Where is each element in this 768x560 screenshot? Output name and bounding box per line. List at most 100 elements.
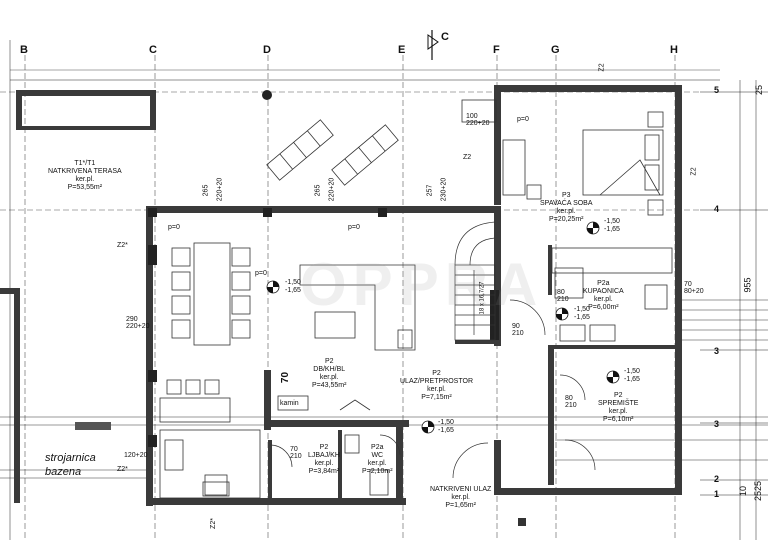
bed (582, 111, 664, 216)
dim-value: 100 (466, 113, 478, 120)
level-bedroom: -1,50 -1,65 (604, 218, 620, 234)
dim-value: 210 (512, 330, 524, 337)
dim-265-a: 265 (202, 185, 209, 197)
dim-2525: 2525 (753, 481, 763, 501)
section-marker (427, 34, 439, 50)
room-code: P3 (561, 192, 571, 199)
dim-value: 210 (290, 453, 302, 460)
room-name: SPAVAĆA SOBA (540, 200, 593, 208)
grid-label-d: D (263, 44, 271, 56)
bath-fixtures (551, 247, 673, 342)
z-label-4: Z2 (598, 63, 606, 72)
dim-value: 210 (557, 296, 569, 303)
room-hall: P2 ULAZ/PRETPROSTOR ker.pl. P=7,15m² (400, 370, 473, 402)
z-label-1: Z2* (117, 242, 128, 249)
room-entrance: NATKRIVENI ULAZ ker.pl. P=1,65m² (430, 486, 491, 510)
grid-label-2: 2 (714, 474, 720, 484)
room-floor: ker.pl. (608, 408, 628, 416)
dim-955: 955 (743, 277, 753, 292)
room-area: P=6,00m² (588, 304, 619, 312)
dim-value: 70 (684, 281, 692, 288)
room-floor: ker.pl. (427, 386, 446, 394)
level-bottom: -1,65 (438, 427, 454, 435)
level-storage: -1,50 -1,65 (624, 368, 640, 384)
z-label-2: Z2 (463, 154, 472, 161)
grid-label-e: E (398, 44, 406, 56)
stair-dim: 18 x 16,7/27 (480, 281, 486, 314)
dim-value: 2525 (753, 480, 764, 502)
dim-value: 955 (742, 277, 753, 293)
pool-machinery-label-2: bazena (45, 466, 82, 478)
level-top: -1,50 (624, 368, 640, 375)
room-floor: ker.pl. (75, 176, 95, 184)
grid-label-1: 1 (714, 489, 720, 499)
dim-value: 265 (314, 184, 322, 197)
level-bottom: -1,65 (624, 376, 640, 384)
room-name: WC (371, 452, 384, 460)
grid-label-f: F (493, 44, 500, 56)
dim-value: 90 (512, 323, 520, 330)
room-area: P=43,55m² (312, 382, 347, 390)
dim-value: 120+20 (124, 452, 148, 459)
dim-value: 230+20 (440, 177, 448, 202)
fireplace (277, 395, 371, 411)
kitchen (159, 379, 261, 499)
dim-value: 10 (738, 485, 749, 497)
section-label-c: C (441, 31, 449, 43)
grid-label-c: C (149, 44, 157, 56)
room-area: P=2,10m² (362, 468, 393, 476)
room-bedroom: P3 SPAVAĆA SOBA ker.pl. P=20,25m² (540, 192, 593, 224)
level-top: -1,50 (285, 279, 301, 286)
room-floor: ker.pl. (451, 494, 470, 502)
room-floor: ker.pl. (594, 296, 613, 304)
p0-label-3: p=0 (517, 116, 529, 123)
dim-value: 220+20 (216, 177, 224, 202)
grid-label-5: 5 (714, 85, 720, 95)
dim-value: 290 (126, 316, 138, 323)
dim-value: 70 (280, 371, 292, 384)
room-living: P2 DB/KH/BL ker.pl. P=43,55m² (312, 358, 346, 390)
room-code: P2 (324, 358, 334, 365)
dim-230: 230+20 (440, 178, 447, 202)
room-name: NATKRIVENI ULAZ (430, 486, 492, 493)
dim-value: 70 (290, 446, 298, 453)
dim-value: 210 (565, 402, 577, 409)
fireplace-label: kamin (280, 400, 299, 407)
dim-220-a: 220+20 (216, 178, 223, 202)
room-area: P=20,25m² (549, 216, 584, 224)
level-living: -1,50 -1,65 (285, 279, 301, 295)
room-floor: ker.pl. (556, 208, 576, 216)
z-label-6: Z2* (209, 518, 217, 529)
level-bottom: -1,65 (604, 226, 620, 234)
pool-hatch (75, 422, 111, 430)
level-hall: -1,50 -1,65 (438, 419, 454, 435)
level-bottom: -1,65 (285, 287, 301, 295)
room-code: P2 (319, 444, 329, 451)
dim-257: 257 (426, 185, 433, 197)
grid-label-b: B (20, 44, 28, 56)
dim-10: 10 (738, 486, 748, 496)
dim-265-b: 265 (314, 185, 321, 197)
doors (269, 299, 596, 479)
level-top: -1,50 (574, 306, 590, 313)
dim-value: 220+20 (328, 177, 336, 202)
room-name: DB/KH/BL (313, 366, 346, 374)
dim-value: 25 (754, 84, 765, 96)
room-floor: ker.pl. (319, 374, 339, 382)
room-name: LJBAJ/KH (308, 452, 340, 460)
room-pantry: P2 LJBAJ/KH ker.pl. P=3,84m² (308, 444, 340, 476)
dim-value: 220+20 (466, 120, 490, 127)
room-area: P=53,55m² (67, 184, 103, 192)
grid-label-h: H (670, 44, 678, 56)
dim-value: 220+20 (126, 323, 150, 330)
z-label-5: Z2 (690, 167, 698, 176)
room-code: P2 (432, 370, 441, 377)
p0-label-1: p=0 (168, 224, 180, 231)
room-area: P=6,10m² (602, 416, 634, 424)
